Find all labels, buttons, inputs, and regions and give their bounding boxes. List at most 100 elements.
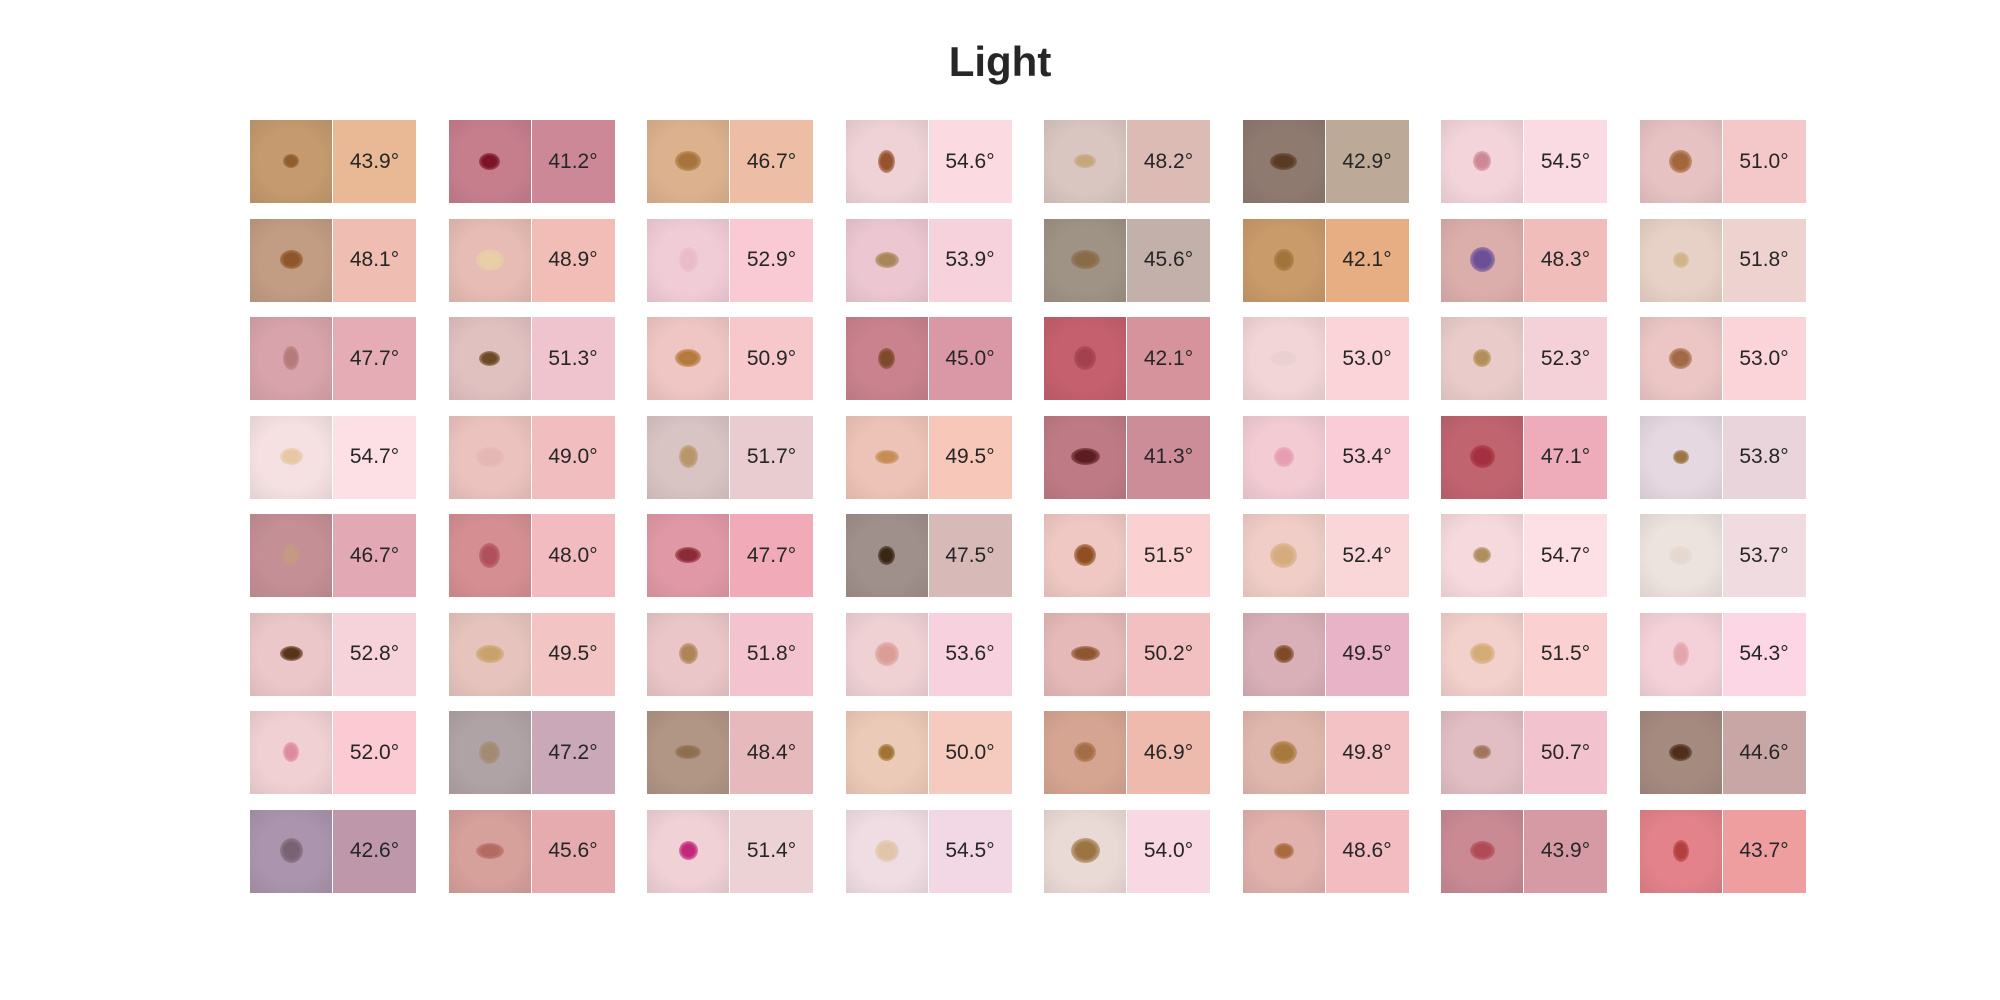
sample-tile: 53.4° <box>1242 415 1409 499</box>
lesion-spot <box>1273 446 1294 467</box>
lesion-spot <box>1473 547 1491 563</box>
lesion-image <box>845 809 928 893</box>
lesion-spot <box>479 152 500 170</box>
ita-value-patch: 53.0° <box>1325 317 1409 400</box>
ita-value-patch: 43.7° <box>1722 809 1806 893</box>
sample-tile: 53.6° <box>845 612 1012 696</box>
ita-value-patch: 47.7° <box>333 317 416 400</box>
ita-value-patch: 47.7° <box>730 514 813 597</box>
sample-tile: 51.4° <box>647 809 813 893</box>
ita-value-patch: 45.0° <box>928 317 1012 400</box>
lesion-spot <box>1070 646 1100 661</box>
ita-value-patch: 54.5° <box>928 809 1012 893</box>
ita-value-patch: 42.9° <box>1325 120 1409 203</box>
ita-value-patch: 50.7° <box>1524 711 1607 794</box>
sample-tile: 51.3° <box>448 317 615 400</box>
lesion-spot <box>1270 152 1297 170</box>
ita-value-patch: 49.0° <box>531 415 615 499</box>
lesion-image <box>448 711 531 794</box>
sample-tile: 51.5° <box>1441 612 1607 696</box>
ita-value-patch: 54.7° <box>1524 514 1607 597</box>
sample-tile: 52.8° <box>250 612 416 696</box>
lesion-image <box>250 317 332 400</box>
sample-tile: 54.3° <box>1639 612 1806 696</box>
ita-value-patch: 48.3° <box>1524 218 1607 302</box>
ita-value-patch: 43.9° <box>333 120 416 203</box>
lesion-spot <box>874 641 899 666</box>
lesion-spot <box>279 448 303 465</box>
sample-tile: 54.5° <box>1441 120 1607 203</box>
lesion-spot <box>1473 151 1491 171</box>
lesion-image <box>1639 218 1722 302</box>
ita-value-patch: 53.9° <box>928 218 1012 302</box>
lesion-spot <box>1469 247 1495 272</box>
lesion-spot <box>1273 248 1294 271</box>
sample-tile: 50.7° <box>1441 711 1607 794</box>
lesion-spot <box>1469 643 1495 664</box>
ita-value-patch: 54.0° <box>1127 809 1210 893</box>
lesion-spot <box>475 248 504 271</box>
lesion-image <box>1441 514 1523 597</box>
sample-tile: 46.7° <box>250 514 416 597</box>
lesion-image <box>1639 514 1722 597</box>
ita-value-patch: 48.1° <box>333 218 416 302</box>
lesion-spot <box>678 643 698 664</box>
sample-tile: 45.6° <box>448 809 615 893</box>
lesion-image <box>1441 612 1523 696</box>
lesion-image <box>448 317 531 400</box>
sample-tile: 49.5° <box>845 415 1012 499</box>
lesion-image <box>250 514 332 597</box>
ita-value-patch: 54.3° <box>1722 612 1806 696</box>
ita-value-patch: 52.4° <box>1325 514 1409 597</box>
ita-value-patch: 47.5° <box>928 514 1012 597</box>
lesion-image <box>845 218 928 302</box>
ita-value-patch: 53.0° <box>1722 317 1806 400</box>
ita-value-patch: 49.8° <box>1325 711 1409 794</box>
lesion-spot <box>1074 346 1096 370</box>
sample-tile: 45.6° <box>1044 218 1210 302</box>
sample-tile: 50.2° <box>1044 612 1210 696</box>
lesion-image <box>1639 317 1722 400</box>
lesion-image <box>250 120 332 203</box>
lesion-spot <box>675 547 701 563</box>
lesion-spot <box>479 740 500 764</box>
lesion-image <box>1639 120 1722 203</box>
sample-tile: 49.8° <box>1242 711 1409 794</box>
lesion-image <box>1441 809 1523 893</box>
lesion-image <box>1044 809 1126 893</box>
lesion-spot <box>1672 251 1689 268</box>
lesion-image <box>1441 317 1523 400</box>
lesion-image <box>250 612 332 696</box>
ita-value-patch: 43.9° <box>1524 809 1607 893</box>
lesion-image <box>1044 218 1126 302</box>
lesion-spot <box>678 445 698 468</box>
ita-value-patch: 54.5° <box>1524 120 1607 203</box>
ita-value-patch: 45.6° <box>1127 218 1210 302</box>
lesion-image <box>1242 514 1325 597</box>
lesion-image <box>1441 120 1523 203</box>
lesion-spot <box>1473 745 1491 759</box>
sample-tile: 47.1° <box>1441 415 1607 499</box>
ita-value-patch: 48.6° <box>1325 809 1409 893</box>
ita-value-patch: 51.8° <box>1722 218 1806 302</box>
lesion-spot <box>878 347 895 369</box>
sample-tile: 42.9° <box>1242 120 1409 203</box>
ita-value-patch: 44.6° <box>1722 711 1806 794</box>
lesion-spot <box>874 251 899 268</box>
sample-tile: 48.6° <box>1242 809 1409 893</box>
sample-tile: 53.0° <box>1242 317 1409 400</box>
lesion-spot <box>1469 445 1495 468</box>
lesion-image <box>250 711 332 794</box>
sample-tile: 46.9° <box>1044 711 1210 794</box>
ita-value-patch: 53.7° <box>1722 514 1806 597</box>
ita-value-patch: 51.4° <box>730 809 813 893</box>
sample-tile: 47.2° <box>448 711 615 794</box>
lesion-image <box>1242 317 1325 400</box>
ita-value-patch: 47.1° <box>1524 415 1607 499</box>
lesion-spot <box>279 838 303 863</box>
lesion-image <box>1242 809 1325 893</box>
lesion-spot <box>1074 154 1096 168</box>
lesion-image <box>448 612 531 696</box>
sample-tile: 48.4° <box>647 711 813 794</box>
